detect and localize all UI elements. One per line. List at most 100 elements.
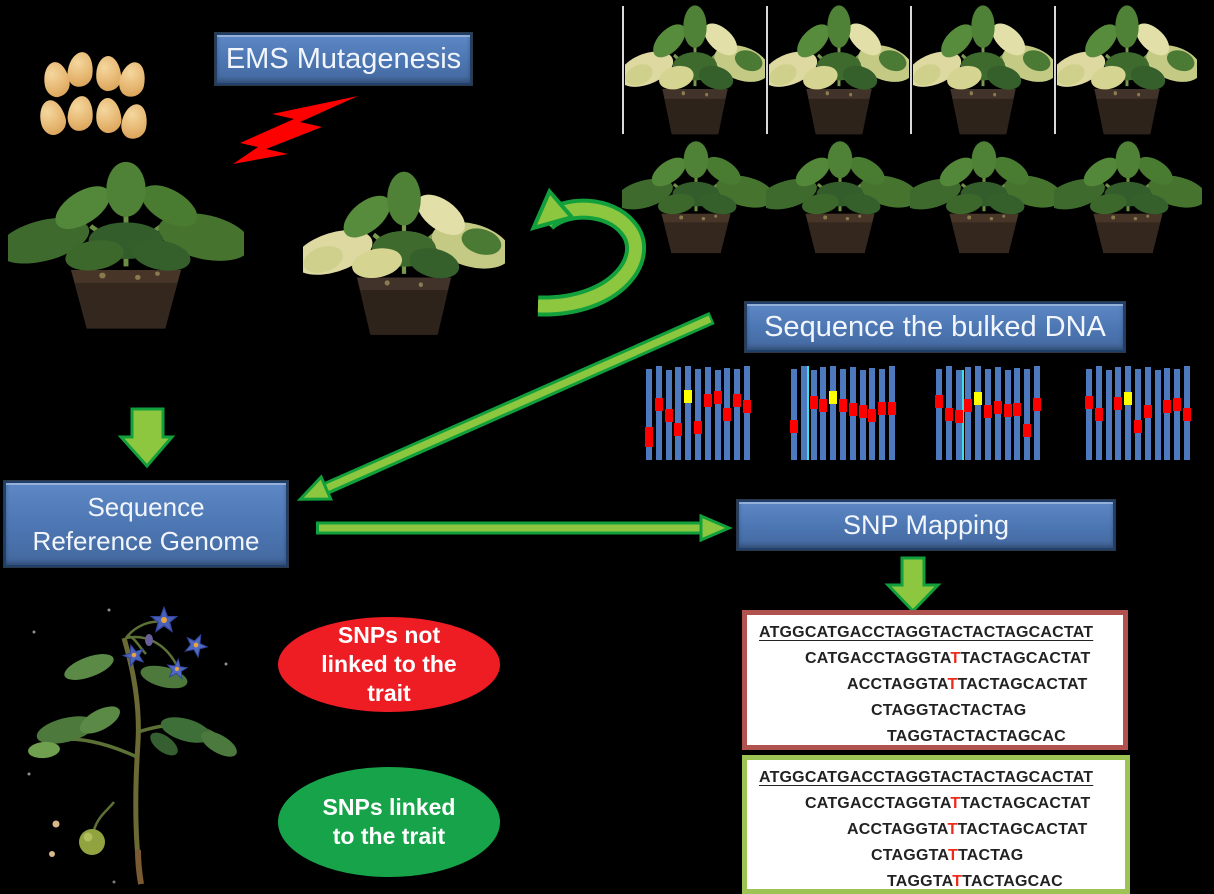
sequence-segment: TACTAGCACTAT (960, 795, 1091, 812)
sequence-line: CTAGGTACTACTAG (747, 698, 1123, 724)
dna-read-bar (694, 369, 702, 460)
snp-mark-red (859, 405, 867, 418)
alignment-not-linked-panel: ATGGCATGACCTAGGTACTACTAGCACTAT CATGACCTAG… (742, 610, 1128, 750)
seed (66, 94, 95, 133)
mutant-plant-image (1057, 4, 1197, 140)
sequence-mutant-base: T (950, 795, 961, 812)
sequence-segment: CATGACCTAGGTA (805, 795, 951, 812)
sequence-line: TAGGTACTACTAGCAC (747, 724, 1123, 750)
down-arrow-icon (884, 556, 942, 614)
sequence-line: ATGGCATGACCTAGGTACTACTAGCACTAT (747, 620, 1123, 646)
dna-read-bar (878, 369, 886, 460)
mutant-population-grid (622, 4, 1214, 260)
grid-separator (910, 6, 912, 134)
dna-read-bar (1173, 369, 1181, 460)
snps-not-linked-ellipse: SNPs not linked to the trait (278, 617, 500, 712)
snp-mark-red (935, 395, 943, 408)
sequence-mutant-base: T (950, 650, 961, 667)
sequence-line: CATGACCTAGGTATTACTAGCACTAT (747, 791, 1125, 817)
dna-read-bar (819, 367, 827, 460)
seed (65, 50, 96, 89)
snp-mark-yellow (1124, 392, 1132, 405)
lightning-bolt-icon (233, 96, 358, 164)
dna-read-bar (1114, 367, 1122, 460)
dna-read-bar (645, 369, 653, 460)
ems-mutagenesis-box: EMS Mutagenesis (215, 33, 472, 85)
snp-mark-red (1173, 398, 1181, 411)
snp-mark-red (964, 399, 972, 412)
dna-read-group (1085, 366, 1192, 464)
snp-mark-red (1023, 424, 1031, 437)
dna-read-group (645, 366, 752, 464)
mutant-plant-image (625, 4, 765, 140)
snp-mark-red (743, 400, 751, 413)
sequence-segment: TAGGTA (887, 873, 953, 890)
snp-mark-red (1004, 404, 1012, 417)
wildtype-plant-image (1054, 140, 1202, 258)
dna-read-bar (684, 366, 692, 460)
dna-read-bar (839, 369, 847, 460)
snp-mark-red (849, 403, 857, 416)
dna-read-bar (1106, 370, 1112, 460)
snp-mark-red (945, 408, 953, 421)
ems-mutagenesis-label: EMS Mutagenesis (225, 42, 462, 75)
sequence-line: ACCTAGGTATTACTAGCACTAT (747, 817, 1125, 843)
sequence-line: CATGACCTAGGTATTACTAGCACTAT (747, 646, 1123, 672)
wildtype-plant-image (910, 140, 1058, 258)
sequence-mutant-base: T (947, 676, 958, 693)
botanical-plant (27, 605, 237, 885)
snp-mapping-box: SNP Mapping (737, 500, 1115, 550)
mutant-plant-image (303, 170, 505, 342)
snp-mark-red (955, 410, 963, 423)
snp-mark-red (810, 396, 818, 409)
snp-mark-yellow (684, 390, 692, 403)
sequence-reference-genome-box: Sequence Reference Genome (4, 481, 288, 567)
seed (119, 102, 150, 141)
sequence-segment: ATGGCATGACCTAGGTACTACTAGCACTAT (759, 624, 1094, 641)
dna-read-bar (945, 366, 953, 460)
snp-mark-red (665, 409, 673, 422)
seed (36, 97, 69, 138)
dna-read-bar (1183, 366, 1191, 460)
dna-read-bar (1163, 368, 1171, 460)
sequencing-reads (622, 366, 1214, 466)
mutant-plant-image (913, 4, 1053, 140)
curved-arrow-icon (529, 187, 646, 317)
sequence-segment: ACCTAGGTA (847, 676, 948, 693)
wildtype-plant-image (766, 140, 914, 258)
snp-mark-red (819, 399, 827, 412)
dna-read-bar (733, 369, 741, 460)
snp-mark-red (674, 423, 682, 436)
snps-linked-ellipse: SNPs linked to the trait (278, 767, 500, 877)
snp-mark-red (723, 408, 731, 421)
snp-mark-red (984, 405, 992, 418)
snp-mark-red (790, 420, 798, 433)
sequence-segment: TACTAGCACTAT (957, 676, 1088, 693)
dna-read-bar (964, 367, 972, 460)
dna-read-bar (829, 366, 837, 460)
dna-read-bar (810, 370, 818, 460)
dna-read-bar (859, 370, 867, 460)
sequence-mutant-base: T (952, 873, 963, 890)
dna-read-bar (1004, 370, 1012, 460)
down-arrow-icon (117, 407, 176, 469)
snp-mapping-label: SNP Mapping (842, 509, 1010, 540)
dna-read-bar (1033, 366, 1041, 460)
sequence-segment: TACTAGCACTAT (957, 821, 1088, 838)
mutant-plant-image (769, 4, 909, 140)
snp-mark-red (704, 394, 712, 407)
sequence-segment: TACTAGCAC (962, 873, 1063, 890)
snp-mark-red (868, 409, 876, 422)
dna-read-bar (955, 370, 963, 460)
dna-read-bar (1144, 367, 1152, 460)
sequence-bulked-dna-label: Sequence the bulked DNA (764, 310, 1106, 343)
snp-mark-yellow (829, 391, 837, 404)
dna-read-bar (723, 368, 731, 460)
seed (116, 59, 149, 100)
snp-mark-red (645, 427, 653, 447)
grid-separator (1054, 6, 1056, 134)
snp-mark-red (1013, 403, 1021, 416)
snp-mark-red (733, 394, 741, 407)
sequence-segment: TAGGTACTACTAGCAC (887, 728, 1066, 745)
dna-read-bar (714, 370, 722, 460)
